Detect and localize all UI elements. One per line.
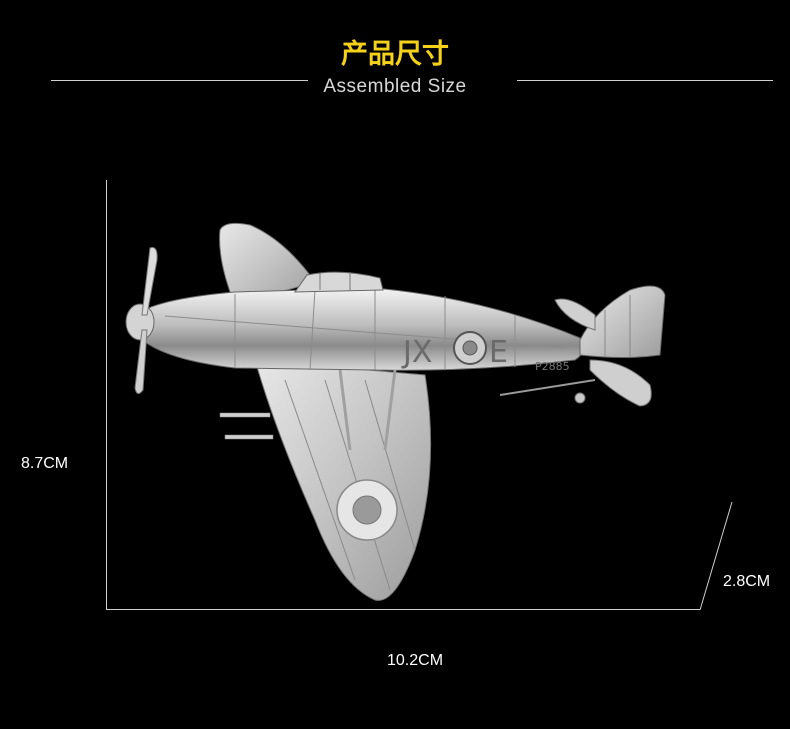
aircraft-model-image: JX E P2885 <box>125 222 666 601</box>
height-label: 8.7CM <box>21 455 69 472</box>
title-chinese: 产品尺寸 <box>341 39 449 70</box>
fuselage-code-left: JX <box>401 335 432 370</box>
divider-right <box>517 80 773 81</box>
fuselage-code-right: E <box>489 335 508 370</box>
serial-number: P2885 <box>535 360 570 373</box>
depth-line <box>699 501 733 611</box>
width-label: 10.2CM <box>387 652 444 669</box>
depth-label: 2.8CM <box>723 573 771 590</box>
divider-left <box>51 80 308 81</box>
title-english: Assembled Size <box>323 76 467 97</box>
